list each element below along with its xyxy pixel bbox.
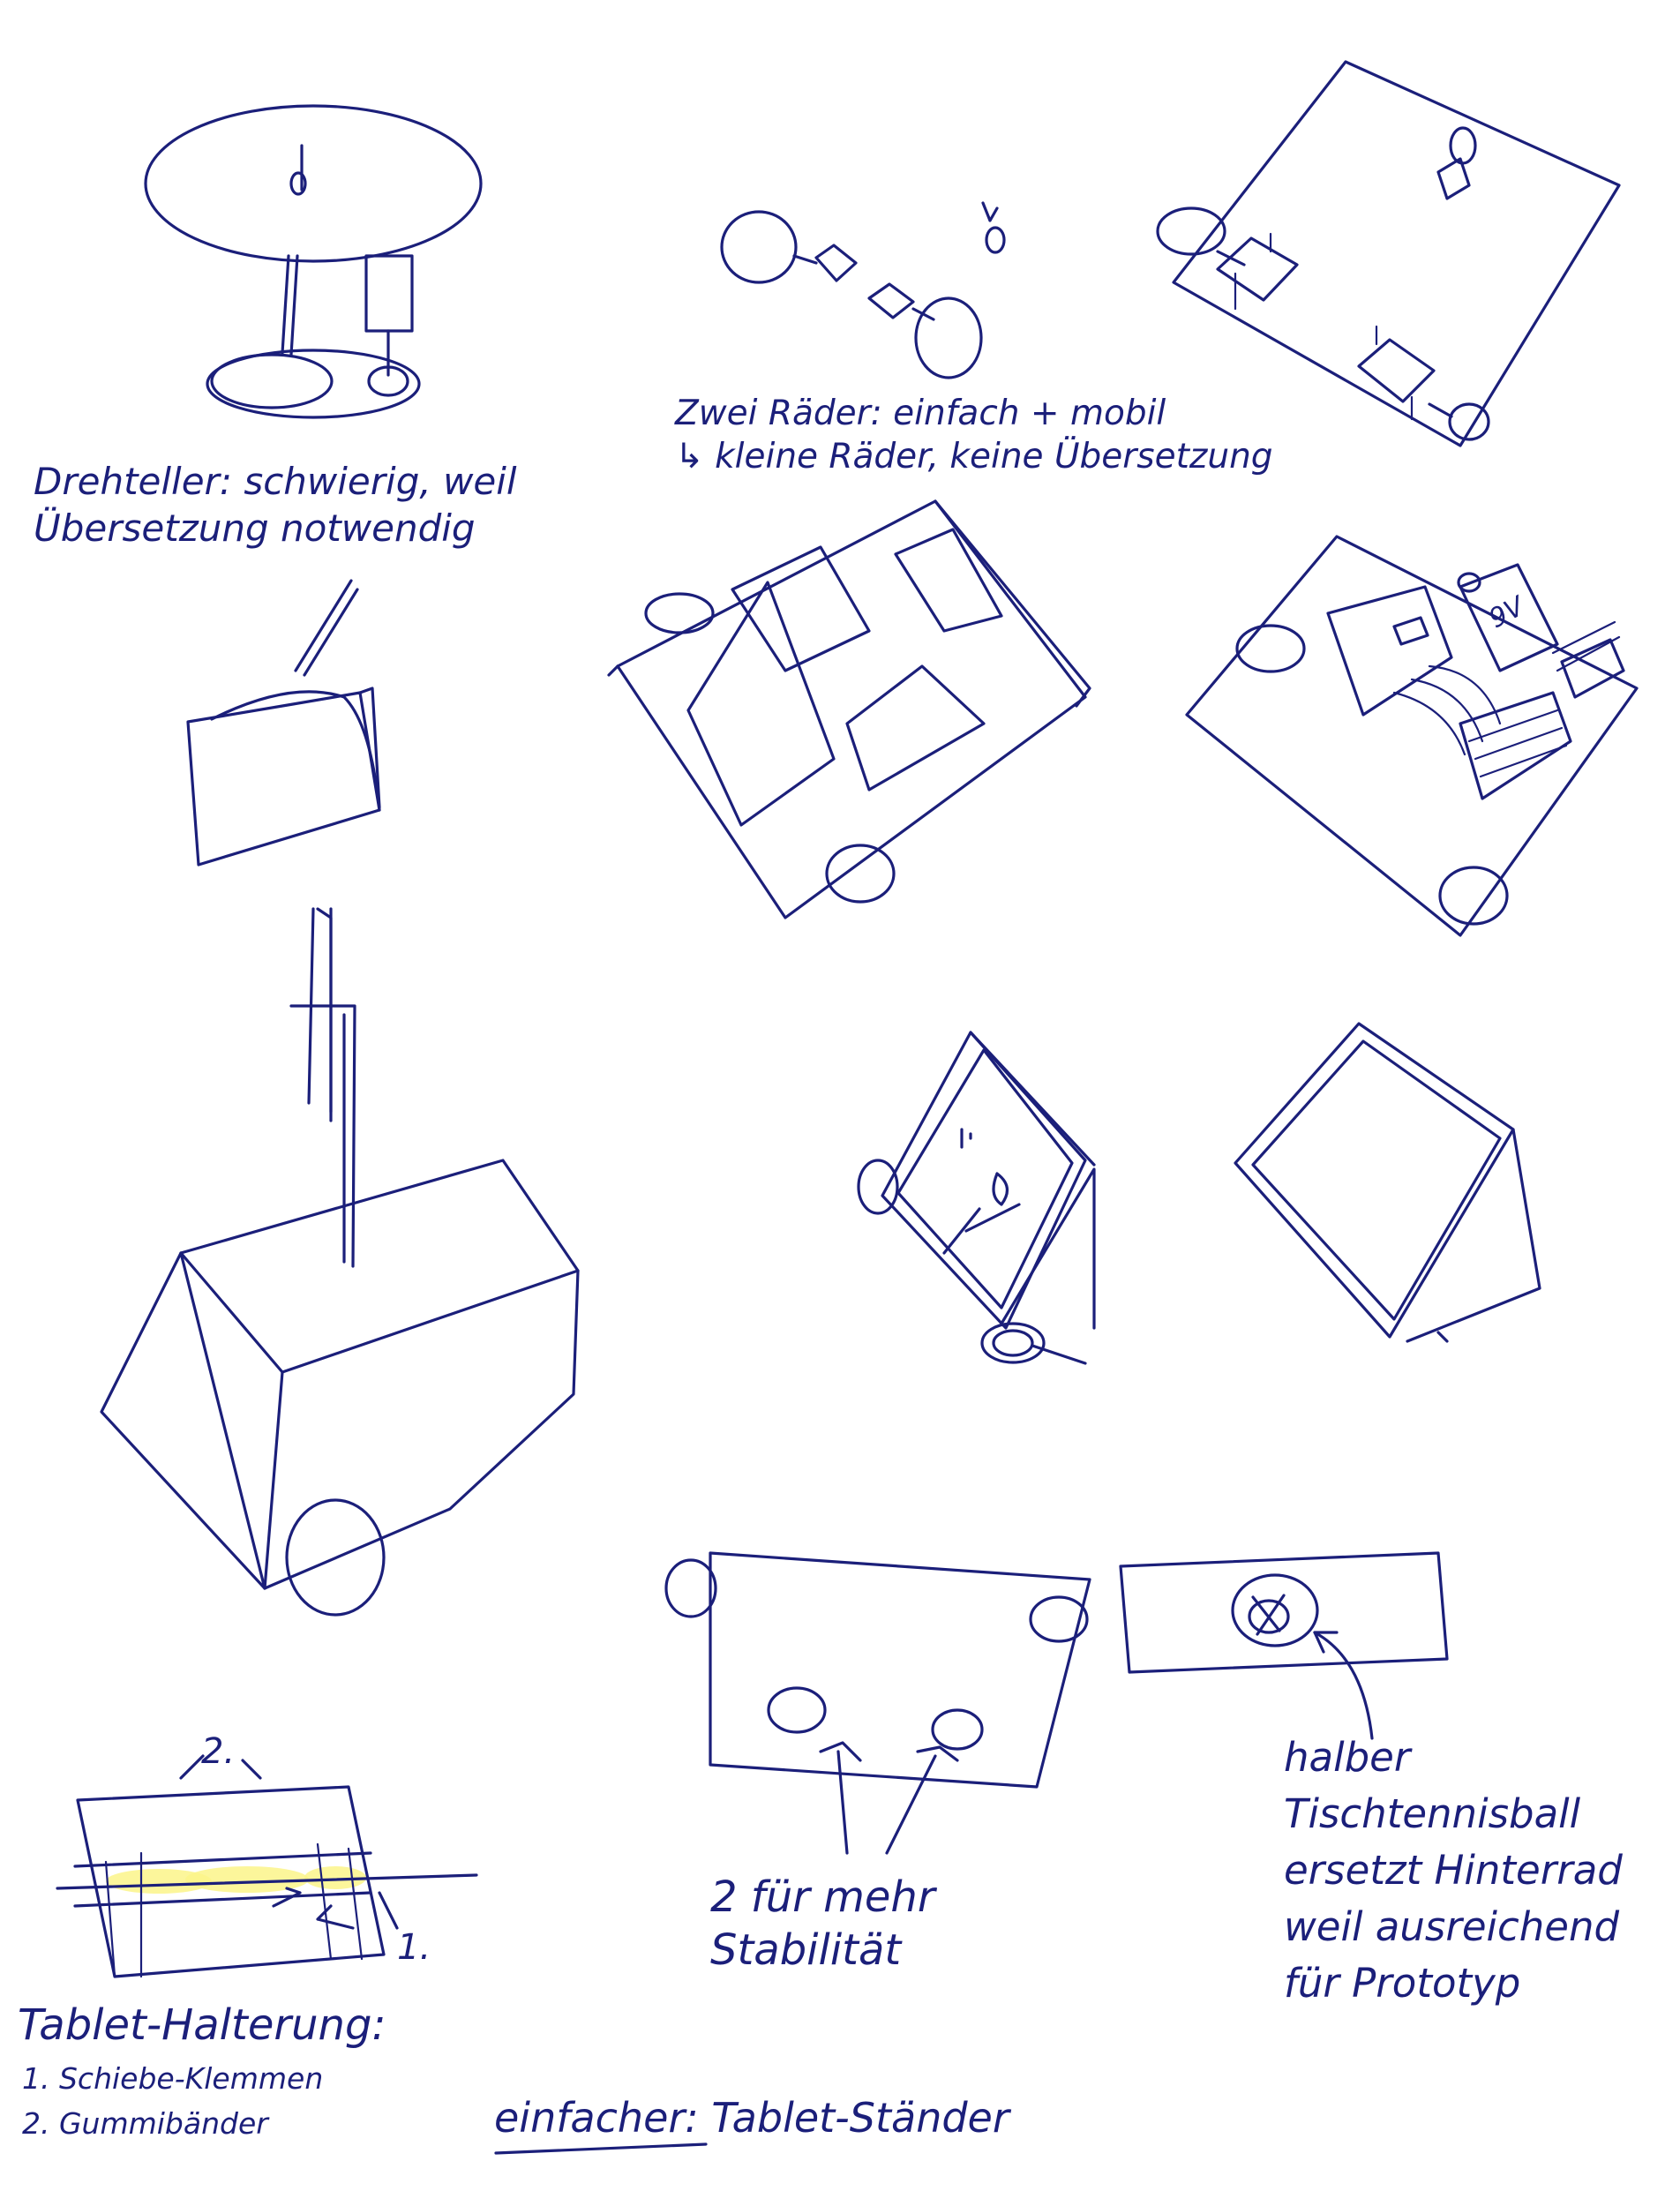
marker-1: 1. [397,1927,431,1968]
two-wheels-sketch [722,203,1004,378]
note-einfacher: einfacher: Tablet-Ständer [494,2093,1009,2144]
stand-angled-sketch [1235,1024,1540,1341]
box-with-pole-sketch [101,909,578,1615]
front-view-sketch [666,1553,1090,1853]
stand-side-sketch [859,1032,1094,1363]
note-drehteller: Drehteller: schwierig, weil Übersetzung … [34,459,517,552]
turntable-sketch [146,106,481,417]
einfacher-label: einfacher: [494,2094,699,2142]
halterung-title: Tablet-Halterung: [18,1999,386,2052]
tablet-holder-small-sketch [188,581,379,865]
marker-2: 2. [201,1731,235,1772]
halterung-item-1: 1. Schiebe-Klemmen [22,2056,323,2101]
note-stabilitaet: 2 für mehr Stabilität [710,1871,935,1977]
board-top-sketch [1158,62,1619,446]
electronics-board-sketch [1187,536,1637,935]
einfacher-value: Tablet-Ständer [711,2094,1009,2142]
note-tischtennisball: halber Tischtennisball ersetzt Hinterrad… [1284,1730,1623,2011]
chassis-blocks-sketch [609,501,1090,918]
tablet-holder-detail-sketch: 1. 2. [57,1731,476,1977]
einfacher-underline [496,2144,706,2153]
halterung-items: 1. Schiebe-Klemmen 2. Gummibänder [22,2056,323,2146]
halterung-item-2: 2. Gummibänder [22,2101,323,2146]
note-zwei-raeder: Zwei Räder: einfach + mobil ↳ kleine Räd… [675,393,1273,479]
rear-view-sketch [1121,1553,1447,1738]
